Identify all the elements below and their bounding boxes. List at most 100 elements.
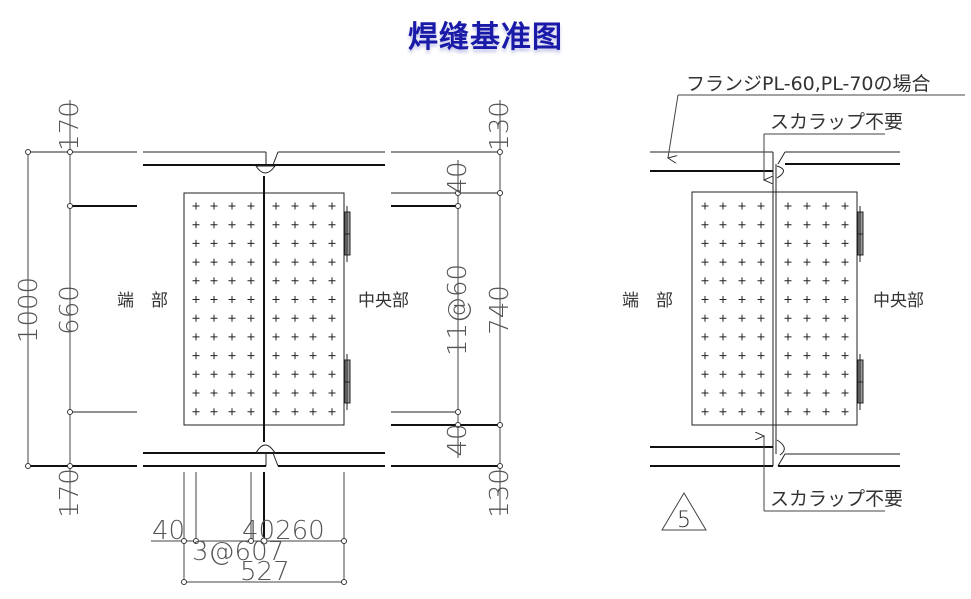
bolt-hole-mark xyxy=(272,296,280,303)
dim-overall-height: 1000 xyxy=(14,277,44,343)
dim-bottom-left: 170 xyxy=(55,468,85,518)
bolt-hole-mark xyxy=(719,370,727,378)
bolt-hole-mark xyxy=(309,296,317,303)
scallop-note-bottom: スカラップ不要 xyxy=(770,488,903,510)
bolt-hole-mark xyxy=(228,296,236,303)
bolt-hole-mark xyxy=(701,352,709,360)
bolt-hole-mark xyxy=(719,239,727,247)
bolt-hole-mark xyxy=(309,333,317,341)
bolt-hole-mark xyxy=(738,370,746,378)
bolt-hole-mark xyxy=(192,296,200,303)
bolt-hole-mark xyxy=(784,239,792,247)
bolt-hole-mark xyxy=(210,352,218,360)
label-end-part: 端 部 xyxy=(622,291,673,311)
bolt-hole-mark xyxy=(291,389,299,397)
bolt-hole-mark xyxy=(328,389,336,397)
bolt-hole-mark xyxy=(841,389,849,397)
dim-top-left: 170 xyxy=(55,101,85,151)
bolt-hole-mark xyxy=(803,277,811,285)
bolt-hole-mark xyxy=(328,314,336,322)
bolt-hole-mark xyxy=(841,296,849,303)
bolt-hole-mark xyxy=(192,221,200,229)
dim-web-height: 660 xyxy=(55,285,85,335)
bolt-hole-mark xyxy=(291,202,299,210)
dim-bottom-right: 130 xyxy=(485,468,515,518)
bolt-hole-mark xyxy=(247,408,255,416)
bolt-hole-mark xyxy=(328,408,336,416)
bolt-hole-mark xyxy=(803,221,811,229)
bolt-hole-mark xyxy=(210,296,218,303)
bolt-hole-mark xyxy=(841,239,849,247)
bolt-hole-mark xyxy=(803,408,811,416)
dim-edge-gap-right: 40260 xyxy=(242,516,325,546)
bolt-hole-mark xyxy=(841,277,849,285)
bolt-hole-mark xyxy=(272,202,280,210)
bolt-hole-mark xyxy=(719,314,727,322)
bolt-hole-mark xyxy=(291,314,299,322)
bolt-hole-mark xyxy=(192,389,200,397)
bolt-hole-mark xyxy=(841,258,849,266)
bolt-hole-mark xyxy=(210,258,218,266)
bolt-hole-mark xyxy=(228,370,236,378)
bolt-hole-mark xyxy=(228,277,236,285)
bolt-hole-mark xyxy=(738,389,746,397)
bolt-hole-mark xyxy=(784,314,792,322)
bolt-hole-mark xyxy=(738,314,746,322)
bolt-hole-mark xyxy=(803,239,811,247)
bolt-hole-mark xyxy=(784,221,792,229)
bolt-hole-mark xyxy=(247,296,255,303)
bolt-hole-mark xyxy=(719,352,727,360)
bolt-hole-mark xyxy=(757,296,765,303)
bolt-hole-mark xyxy=(822,202,830,210)
bolt-hole-mark xyxy=(822,314,830,322)
bolt-grid-right xyxy=(701,202,849,416)
bolt-hole-mark xyxy=(210,389,218,397)
bolt-hole-mark xyxy=(210,408,218,416)
bolt-hole-mark xyxy=(701,389,709,397)
bolt-grid-left xyxy=(192,202,336,416)
flange-note: フランジPL-60,PL-70の場合 xyxy=(686,73,931,95)
bolt-hole-mark xyxy=(803,352,811,360)
scallop-note-top: スカラップ不要 xyxy=(770,111,903,133)
bolt-hole-mark xyxy=(309,352,317,360)
bolt-hole-mark xyxy=(822,296,830,303)
bolt-hole-mark xyxy=(841,221,849,229)
dim-pitch-horizontal: 3@607 xyxy=(192,537,284,567)
bolt-hole-mark xyxy=(841,408,849,416)
bolt-hole-mark xyxy=(803,389,811,397)
bolt-hole-mark xyxy=(272,277,280,285)
dim-pitch-vertical: 11@60 xyxy=(443,264,473,356)
bolt-hole-mark xyxy=(309,408,317,416)
bolt-hole-mark xyxy=(822,221,830,229)
bolt-hole-mark xyxy=(719,277,727,285)
bolt-hole-mark xyxy=(822,277,830,285)
bolt-hole-mark xyxy=(210,277,218,285)
bolt-hole-mark xyxy=(309,389,317,397)
bolt-hole-mark xyxy=(757,239,765,247)
bolt-hole-mark xyxy=(309,258,317,266)
bolt-hole-mark xyxy=(719,333,727,341)
bolt-hole-mark xyxy=(272,389,280,397)
bolt-hole-mark xyxy=(757,408,765,416)
bolt-hole-mark xyxy=(822,389,830,397)
bolt-hole-mark xyxy=(784,202,792,210)
bolt-hole-mark xyxy=(192,352,200,360)
dim-plate-height: 740 xyxy=(485,285,515,335)
bolt-hole-mark xyxy=(228,389,236,397)
bolt-hole-mark xyxy=(309,202,317,210)
bolt-hole-mark xyxy=(272,314,280,322)
dim-edge-left: 40 xyxy=(152,516,185,546)
bolt-hole-mark xyxy=(719,202,727,210)
bolt-hole-mark xyxy=(822,370,830,378)
bolt-hole-mark xyxy=(822,239,830,247)
bolt-hole-mark xyxy=(247,314,255,322)
bolt-hole-mark xyxy=(701,333,709,341)
bolt-hole-mark xyxy=(701,408,709,416)
left-drawing: 1000 660 170 170 130 130 40 40 11@60 740… xyxy=(14,100,515,587)
bolt-hole-mark xyxy=(701,221,709,229)
bolt-hole-mark xyxy=(757,314,765,322)
bolt-hole-mark xyxy=(192,408,200,416)
bolt-hole-mark xyxy=(784,277,792,285)
bolt-hole-mark xyxy=(309,221,317,229)
bolt-hole-mark xyxy=(803,314,811,322)
